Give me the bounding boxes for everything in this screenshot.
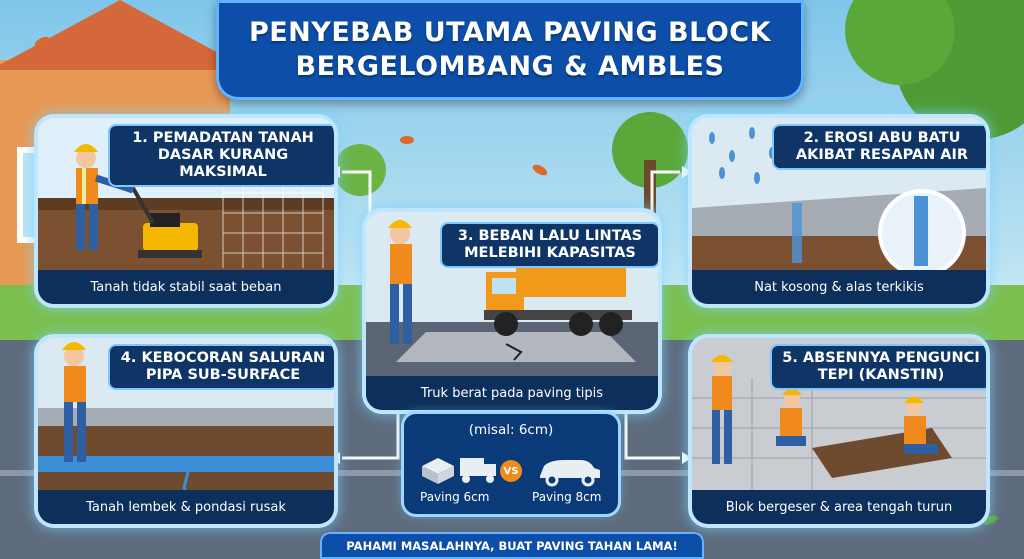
panel-4-heading: 4. KEBOCORAN SALURAN PIPA SUB-SURFACE: [108, 344, 334, 390]
panel-2-caption: Nat kosong & alas terkikis: [692, 270, 986, 304]
bush: [334, 144, 386, 196]
tree-crown-right-2: [845, 0, 955, 85]
truck-icon: [460, 458, 496, 483]
worker-icon: [62, 342, 86, 462]
worker-icon: [74, 144, 135, 250]
panel-5-edge-restraint: 5. ABSENNYA PENGUNCI TEPI (KANSTIN) Blok…: [692, 338, 986, 524]
leaf-icon: [34, 36, 50, 48]
leaf-icon: [982, 515, 998, 525]
car-icon: [540, 460, 600, 487]
leaf-icon: [532, 164, 548, 176]
panel-5-caption: Blok bergeser & area tengah turun: [692, 490, 986, 524]
worker-icon: [711, 355, 733, 464]
paving-block-icon: [422, 458, 454, 484]
panel-1-heading: 1. PEMADATAN TANAH DASAR KURANG MAKSIMAL: [108, 124, 334, 187]
vs-badge: VS: [500, 460, 522, 482]
leaf-icon: [400, 136, 414, 144]
cracked-paving: [396, 332, 636, 362]
panel-3-caption: Truk berat pada paving tipis: [366, 376, 658, 410]
panel-2-heading: 2. EROSI ABU BATU AKIBAT RESAPAN AIR: [772, 124, 986, 170]
worker-icon: [388, 220, 412, 344]
title-banner: PENYEBAB UTAMA PAVING BLOCK BERGELOMBANG…: [216, 0, 804, 100]
panel-3-heading: 3. BEBAN LALU LINTAS MELEBIHI KAPASITAS: [440, 222, 658, 268]
worker-kneeling-icon: [776, 388, 806, 446]
water-pipe: [38, 456, 334, 472]
paving-row: [38, 408, 334, 426]
paving-comparison-box: (misal: 6cm) VS Paving 6cm Paving 8cm: [404, 414, 618, 514]
panel-1-caption: Tanah tidak stabil saat beban: [38, 270, 334, 304]
house-roof: [0, 0, 250, 70]
panel-5-heading: 5. ABSENNYA PENGUNCI TEPI (KANSTIN): [770, 344, 986, 390]
panel-3-traffic-load: 3. BEBAN LALU LINTAS MELEBIHI KAPASITAS …: [366, 212, 658, 410]
panel-4-caption: Tanah lembek & pondasi rusak: [38, 490, 334, 524]
panel-2-erosion: 2. EROSI ABU BATU AKIBAT RESAPAN AIR Nat…: [692, 118, 986, 304]
paving-8cm-label: Paving 8cm: [532, 490, 602, 504]
title-line-1: PENYEBAB UTAMA PAVING BLOCK: [248, 17, 772, 48]
panel-4-pipe-leak: 4. KEBOCORAN SALURAN PIPA SUB-SURFACE Ta…: [38, 338, 334, 524]
paving-6cm-label: Paving 6cm: [420, 490, 490, 504]
tree-crown-mid: [612, 112, 688, 188]
comparison-icons: [422, 458, 600, 487]
worker-kneeling-icon: [904, 396, 938, 454]
title-line-2: BERGELOMBANG & AMBLES: [295, 51, 725, 82]
plate-compactor-icon: [131, 187, 202, 258]
comparison-heading: (misal: 6cm): [468, 422, 554, 438]
footer-banner: PAHAMI MASALAHNYA, BUAT PAVING TAHAN LAM…: [320, 532, 704, 559]
panel-1-soil-compaction: 1. PEMADATAN TANAH DASAR KURANG MAKSIMAL…: [38, 118, 334, 304]
